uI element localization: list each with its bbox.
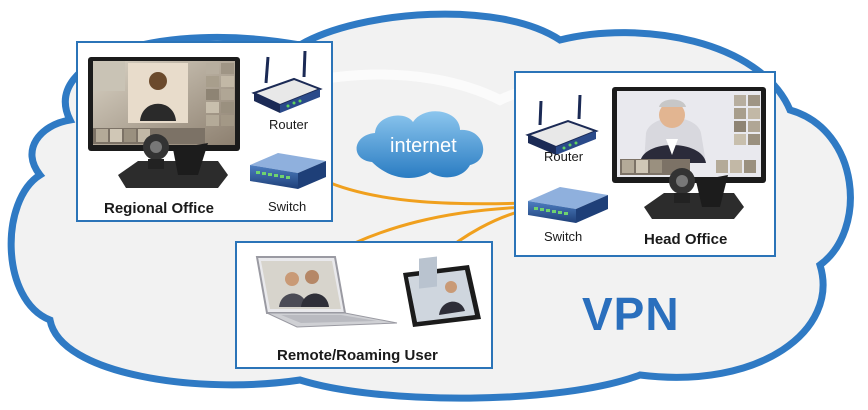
remote-user-art xyxy=(255,256,481,328)
head-office-box: Router Switch Head Office xyxy=(514,71,776,257)
switch-icon xyxy=(528,187,608,223)
regional-office-box: Router Switch Regional Office xyxy=(76,41,333,222)
monitor-icon xyxy=(88,57,240,151)
conference-camera-icon xyxy=(118,134,228,188)
regional-office-art xyxy=(88,50,326,189)
conference-camera-icon xyxy=(644,168,744,219)
remote-user-label: Remote/Roaming User xyxy=(277,347,438,364)
monitor-icon xyxy=(612,87,766,183)
router-label: Router xyxy=(544,149,584,164)
internet-cloud-icon xyxy=(356,111,484,178)
head-office-art xyxy=(525,87,766,223)
switch-icon xyxy=(250,153,326,189)
switch-label: Switch xyxy=(268,199,307,214)
internet-label: internet xyxy=(390,135,457,157)
link-regional-switch xyxy=(322,178,529,206)
router-icon xyxy=(251,50,323,113)
switch-label: Switch xyxy=(544,229,583,244)
tablet-icon xyxy=(403,256,481,327)
head-office-label: Head Office xyxy=(644,231,728,248)
laptop-icon xyxy=(255,256,398,328)
vpn-title: VPN xyxy=(582,288,680,340)
remote-user-box: Remote/Roaming User xyxy=(235,241,493,369)
router-icon xyxy=(525,94,599,155)
router-label: Router xyxy=(269,117,309,132)
regional-office-label: Regional Office xyxy=(104,200,215,217)
